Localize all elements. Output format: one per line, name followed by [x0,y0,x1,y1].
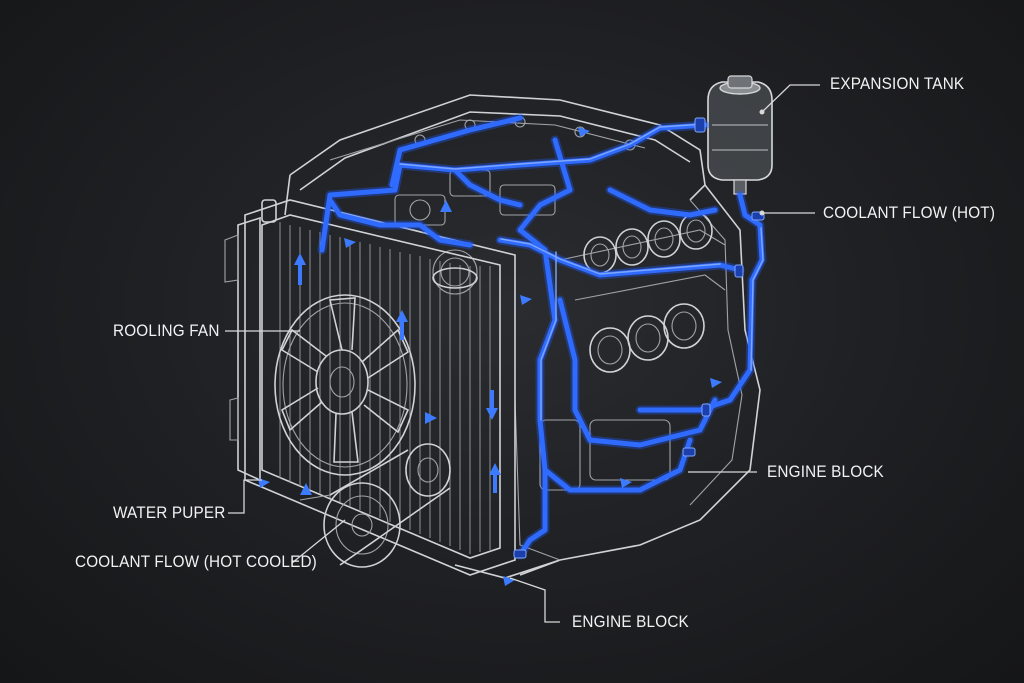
arrow-up-icon [396,310,408,340]
arrow-down-icon [486,390,498,420]
leader-water-puper [228,479,262,514]
label-water-puper: WATER PUPER [113,503,226,522]
arrow-right-icon [503,576,515,586]
cooling-fan [274,294,416,476]
label-rooling-fan: ROOLING FAN [113,321,220,340]
label-coolant-flow-hot: COOLANT FLOW (HOT) [823,203,996,222]
coolant-pipes [317,113,767,560]
pulleys [299,443,451,568]
leader-lines [225,84,820,623]
radiator-fins [279,222,491,554]
arrow-right-icon [520,295,532,305]
label-engine-block-right: ENGINE BLOCK [767,462,884,481]
arrow-right-icon [620,478,632,488]
label-coolant-flow-hot-cooled: COOLANT FLOW (HOT COOLED) [75,552,317,571]
leader-coolant-flow-hot-cooled [291,519,346,564]
arrow-up-icon [300,483,312,495]
arrow-up-icon [294,253,306,285]
leader-engine-block-bottom [509,577,560,623]
radiator-cap [432,267,478,289]
arrow-up-icon [489,463,501,493]
arrow-right-icon [578,127,590,137]
arrow-right-icon [425,412,437,424]
arrow-up-icon [440,200,452,212]
label-expansion-tank: EXPANSION TANK [830,74,965,93]
expansion-tank [707,75,773,195]
label-engine-block-bottom: ENGINE BLOCK [572,612,689,631]
arrow-right-icon [710,378,722,388]
leader-expansion-tank [761,84,820,113]
arrow-right-icon [344,238,356,248]
